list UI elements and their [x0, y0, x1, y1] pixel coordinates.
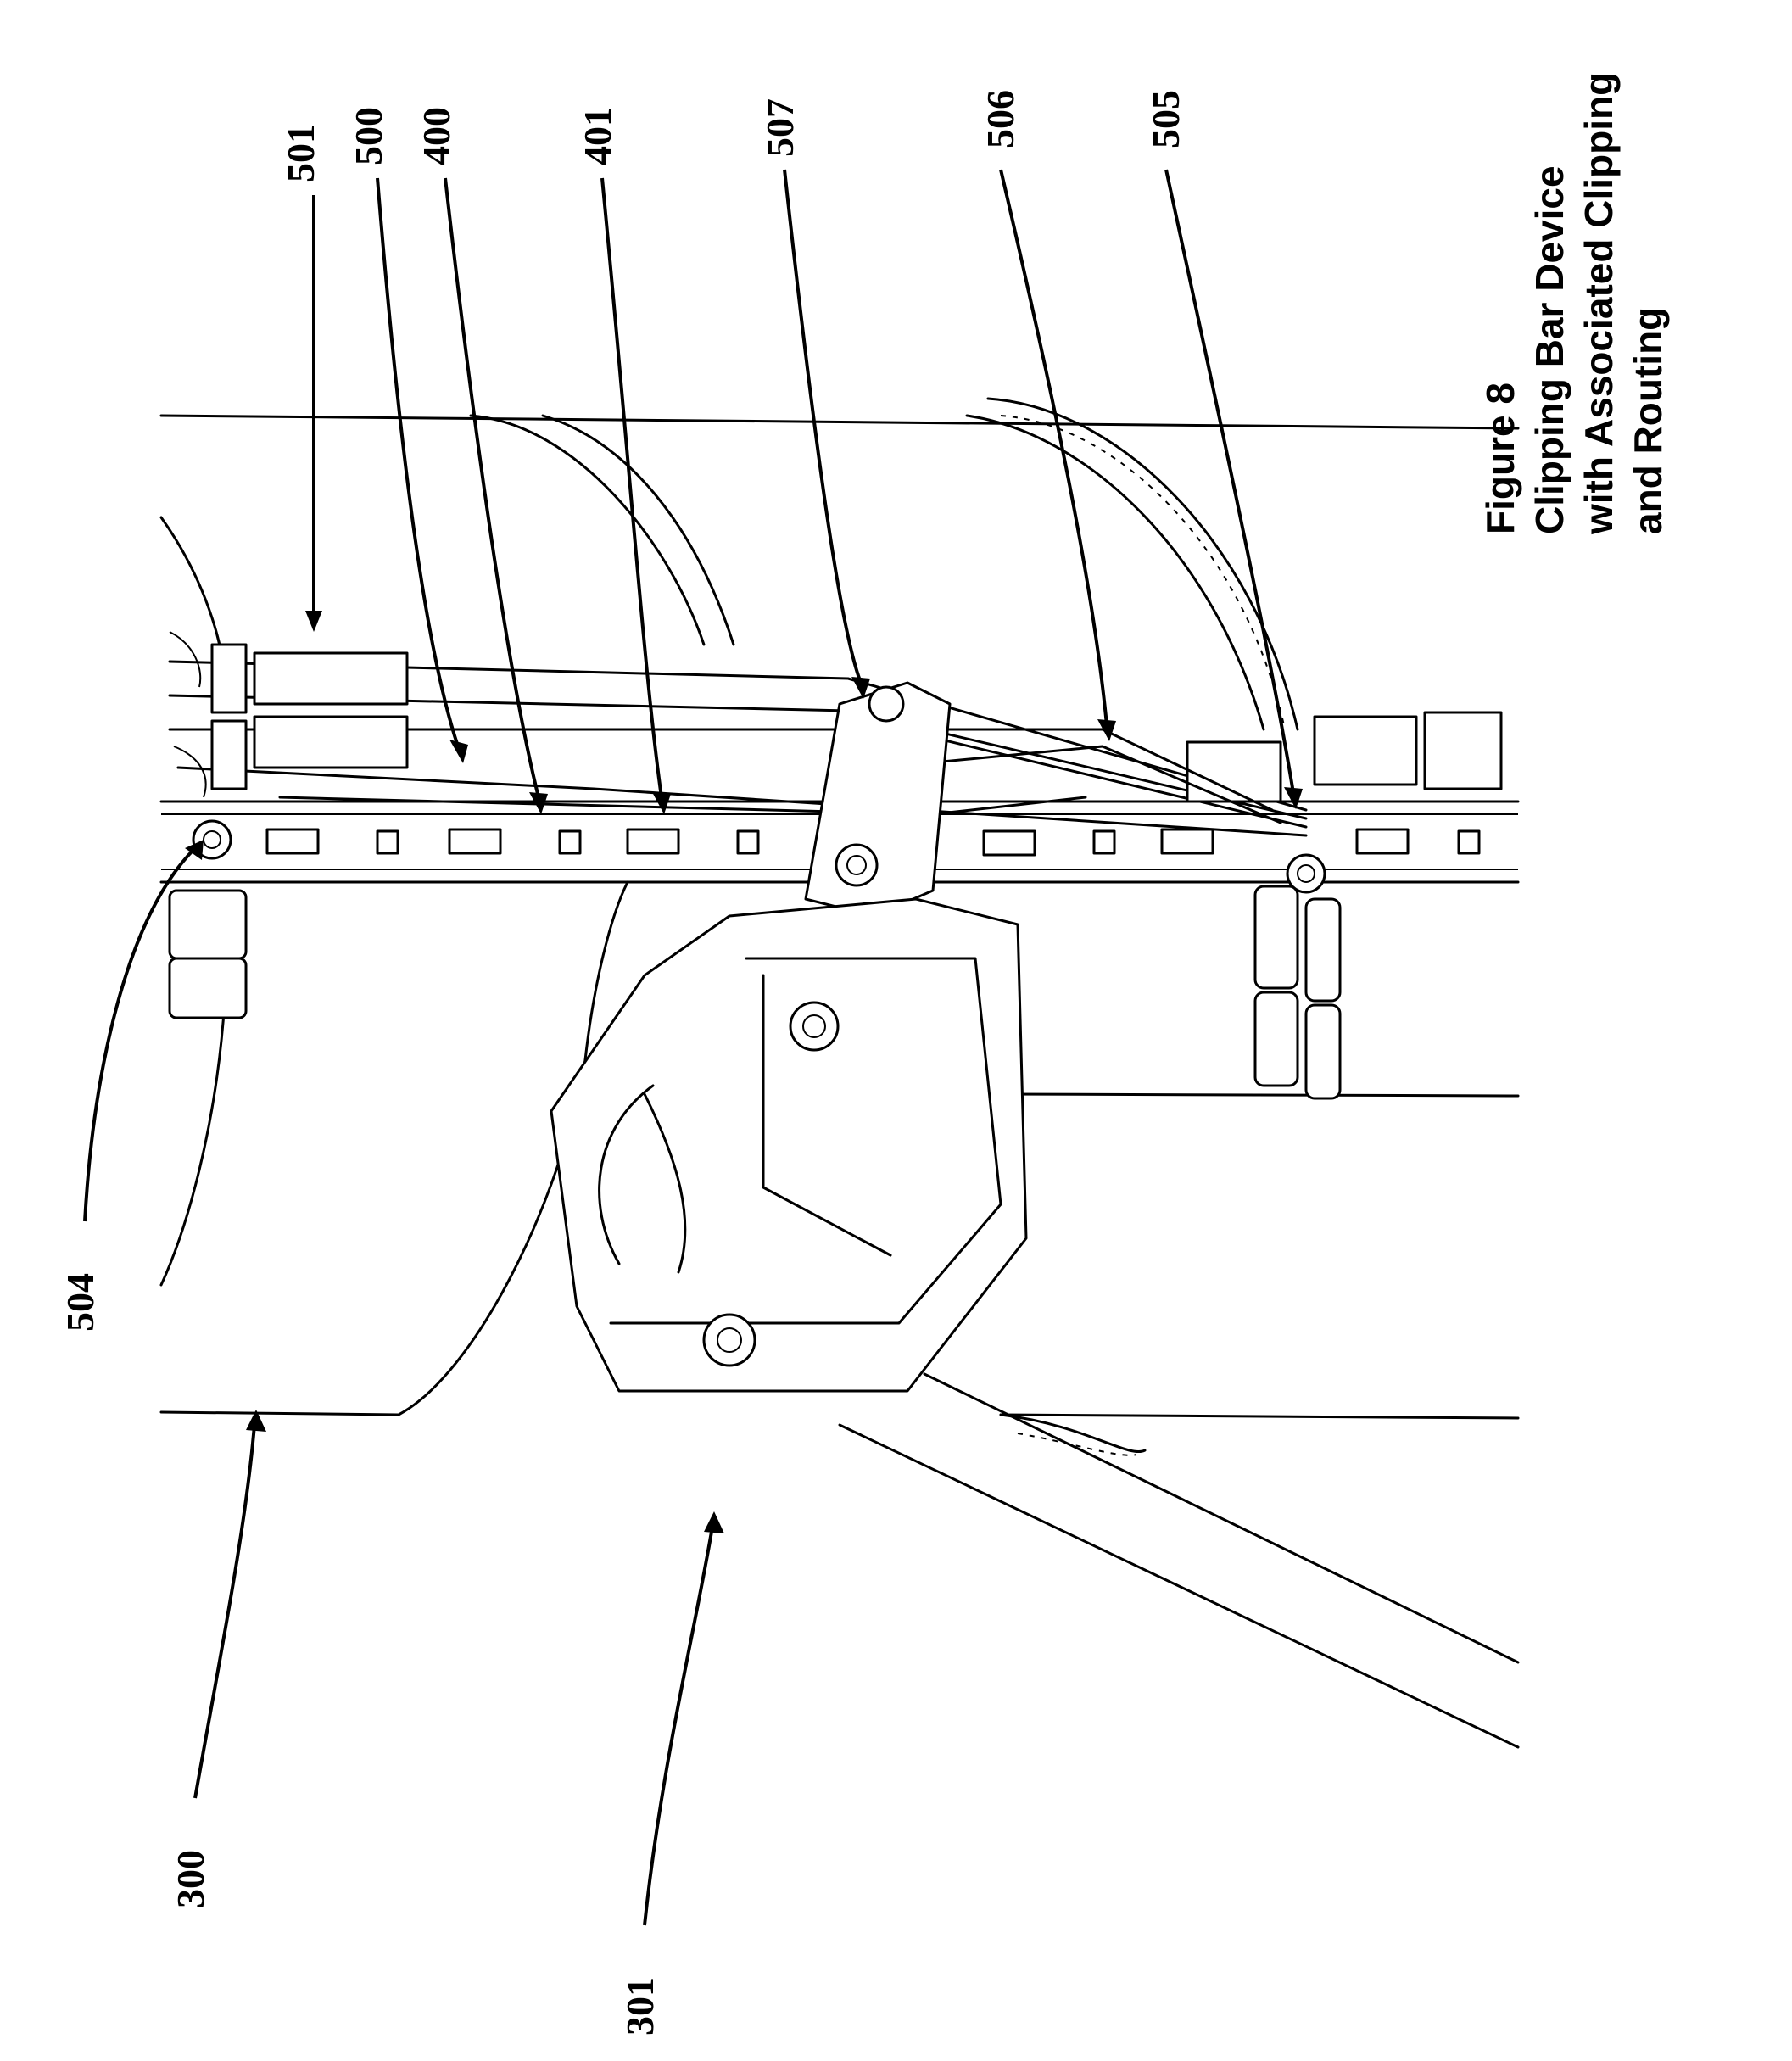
pole-clamp — [551, 899, 1026, 1391]
support-arm — [840, 1374, 1518, 1747]
caption-line-3: with Associated Clipping — [1577, 72, 1621, 535]
figure-caption: Figure 8 Clipping Bar Device with Associ… — [1478, 72, 1670, 535]
clamp-bolt — [790, 1003, 838, 1050]
left-fitting — [170, 891, 246, 1018]
ref-301: 301 — [618, 1977, 662, 2036]
bar-slot — [1357, 829, 1408, 853]
ref-300: 300 — [169, 1850, 212, 1908]
bar-slot — [1094, 831, 1114, 853]
chain-fitting — [1255, 886, 1340, 1098]
caption-line-2: Clipping Bar Device — [1527, 165, 1571, 534]
clamp-bolt — [704, 1315, 755, 1366]
bar-slot — [377, 831, 398, 853]
bar-mounting-bracket — [806, 683, 950, 916]
ref-401: 401 — [576, 107, 619, 165]
ref-505: 505 — [1144, 90, 1187, 148]
bar-slot — [1162, 829, 1213, 853]
ref-506: 506 — [979, 90, 1022, 148]
bar-slot — [267, 829, 318, 853]
bar-slot — [1459, 831, 1479, 853]
connector-block — [1315, 717, 1416, 785]
connector-block — [212, 645, 246, 712]
ref-507: 507 — [758, 98, 801, 157]
bar-slot — [560, 831, 580, 853]
bar-slot — [449, 829, 500, 853]
bar-slot — [628, 829, 678, 853]
connector-block — [254, 717, 407, 768]
bar-slot — [738, 831, 758, 853]
ref-400: 400 — [415, 107, 458, 165]
caption-line-4: and Routing — [1626, 307, 1670, 534]
connector-block — [1425, 712, 1501, 789]
ref-500: 500 — [347, 107, 390, 165]
caption-line-1: Figure 8 — [1478, 383, 1522, 534]
connector-block — [254, 653, 407, 704]
bar-slot — [984, 831, 1035, 855]
ref-504: 504 — [59, 1273, 102, 1332]
connector-block — [212, 721, 246, 789]
ref-501: 501 — [279, 124, 322, 182]
